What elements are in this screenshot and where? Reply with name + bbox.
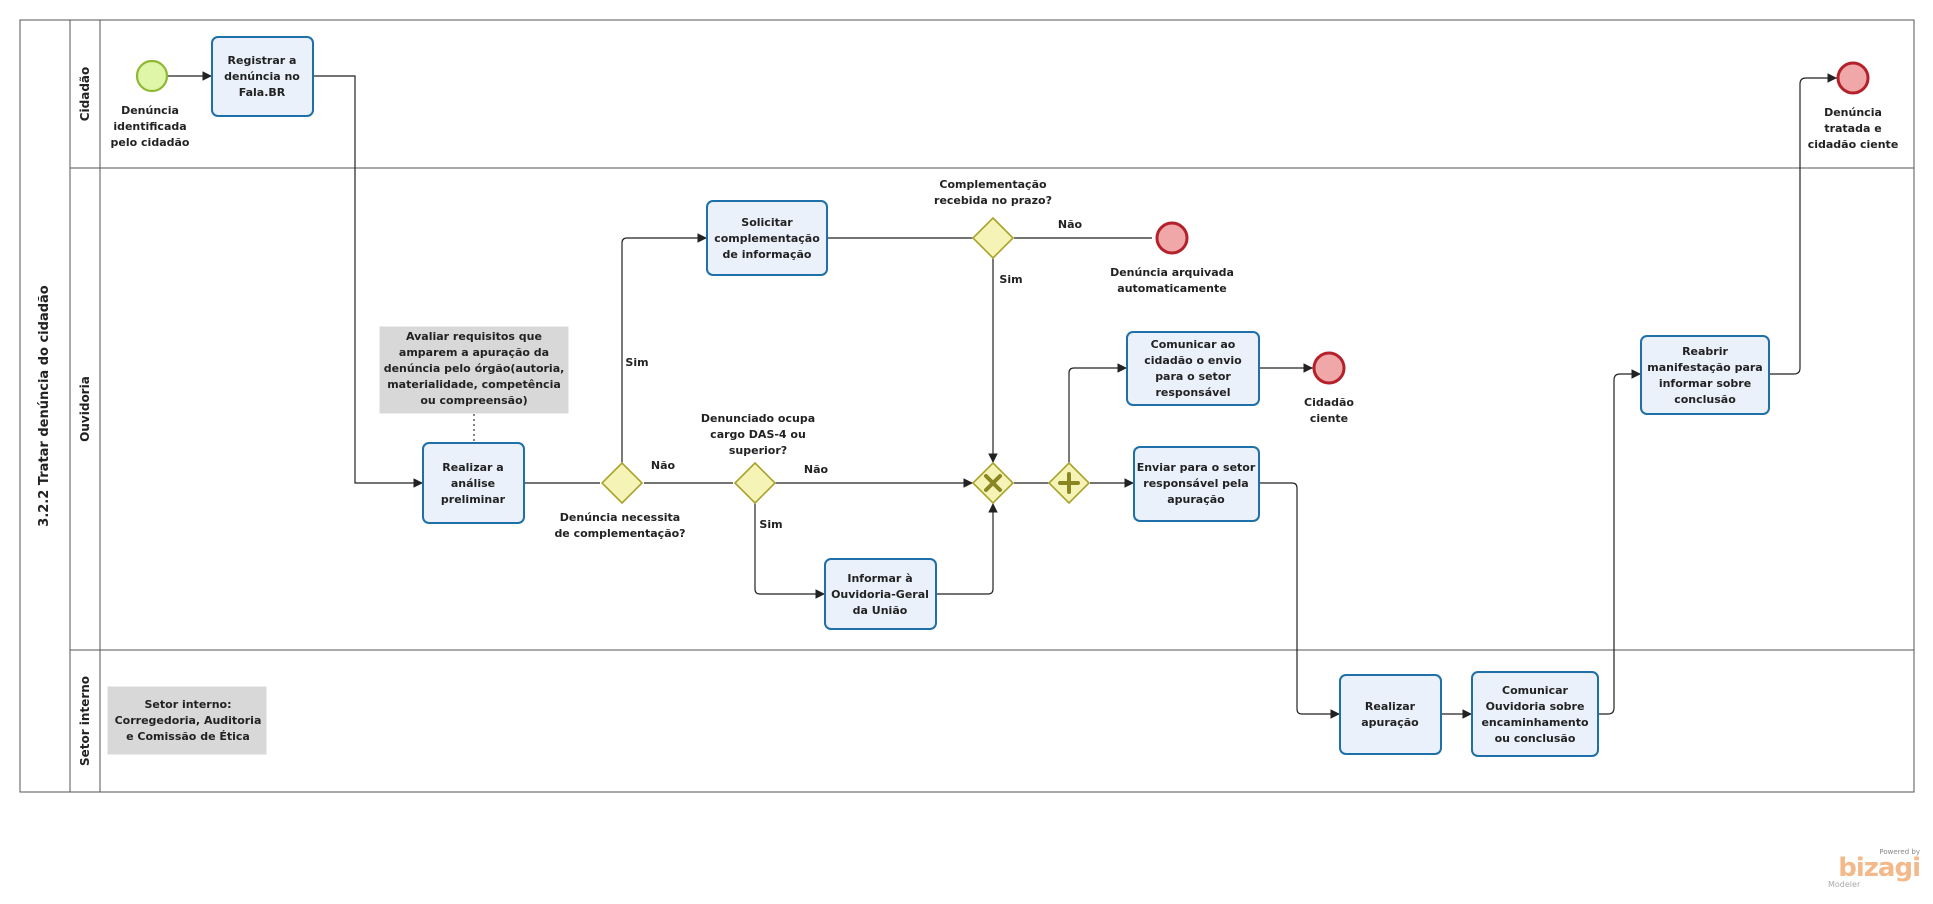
label-line: Enviar para o setor — [1137, 461, 1256, 474]
label-line: recebida no prazo? — [934, 194, 1052, 207]
label-line: e Comissão de Ética — [126, 730, 250, 743]
label-line: superior? — [729, 444, 787, 457]
flow-label-sim-prazo: Sim — [999, 273, 1022, 286]
label-line: pelo cidadão — [111, 136, 190, 149]
lane-label-cidadao: Cidadão — [78, 67, 92, 122]
label-line: Ouvidoria-Geral — [831, 588, 929, 601]
label-line: Denúncia necessita — [560, 511, 680, 524]
label-line: Complementação — [939, 178, 1047, 191]
label-line: de complementação? — [554, 527, 685, 540]
label-line: informar sobre — [1659, 377, 1751, 390]
label-line: cargo DAS-4 ou — [710, 428, 806, 441]
annotation-sector: Setor interno: Corregedoria, Auditoria e C… — [107, 686, 267, 755]
label-line: identificada — [113, 120, 186, 133]
label-line: Comunicar ao — [1151, 338, 1236, 351]
label-line: Comunicar — [1502, 684, 1568, 697]
label-line: Denúncia arquivada — [1110, 266, 1234, 279]
lane-label-setor-interno: Setor interno — [78, 676, 92, 766]
label-line: apuração — [1167, 493, 1225, 506]
flow-label-sim-info: Sim — [625, 356, 648, 369]
label-line: responsável — [1155, 386, 1230, 399]
label-line: Denúncia — [121, 104, 179, 117]
label-line: Ouvidoria sobre — [1486, 700, 1585, 713]
label-line: ciente — [1310, 412, 1348, 425]
watermark-powered-by: Powered by — [1879, 848, 1920, 856]
label-line: Realizar — [1365, 700, 1416, 713]
flow-label-sim-das4: Sim — [759, 518, 782, 531]
label-line: Realizar a — [442, 461, 503, 474]
label-line: ou conclusão — [1495, 732, 1576, 745]
label-line: cidadão o envio — [1144, 354, 1242, 367]
label-line: da União — [853, 604, 908, 617]
label-line: de informação — [723, 248, 812, 261]
gateway-das4: Denunciado ocupa cargo DAS-4 ou superior? — [701, 412, 815, 505]
label-line: complementação — [714, 232, 820, 245]
watermark-brand-logo: bizagi — [1838, 853, 1921, 883]
flow-label-nao-info: Não — [651, 459, 676, 472]
lane-label-ouvidoria: Ouvidoria — [78, 376, 92, 442]
bizagi-watermark: Powered by bizagi Modeler — [1820, 848, 1921, 889]
task-investigate[interactable]: Realizar apuração — [1339, 674, 1442, 755]
label-line: Denúncia — [1824, 106, 1882, 119]
sequence-flows — [168, 71, 1837, 719]
task-send-to-sector[interactable]: Enviar para o setor responsável pela apura… — [1133, 446, 1260, 522]
label-line: amparem a apuração da — [399, 346, 549, 359]
label-line: para o setor — [1155, 370, 1231, 383]
label-line: preliminar — [441, 493, 506, 506]
label-line: conclusão — [1674, 393, 1736, 406]
watermark-product: Modeler — [1828, 880, 1861, 889]
start-event: Denúncia identificada pelo cidadão — [111, 59, 190, 149]
label-line: encaminhamento — [1481, 716, 1589, 729]
task-request-information[interactable]: Solicitar complementação de informação — [706, 200, 828, 276]
end-event-citizen-aware: Cidadão ciente — [1304, 351, 1354, 425]
gateway-parallel-split — [1047, 461, 1091, 505]
label-line: Cidadão — [1304, 396, 1354, 409]
flow-label-nao-das4: Não — [804, 463, 829, 476]
label-line: materialidade, competência — [387, 378, 561, 391]
label-line: Informar à — [847, 572, 912, 585]
label-line: Solicitar — [741, 216, 793, 229]
task-preliminary-analysis[interactable]: Realizar a análise preliminar — [422, 442, 525, 524]
label-line: tratada e — [1824, 122, 1881, 135]
label-line: Reabrir — [1682, 345, 1728, 358]
label-line: Registrar a — [228, 54, 297, 67]
gateway-complement-received: Complementação recebida no prazo? — [934, 178, 1052, 260]
label-line: Fala.BR — [239, 86, 286, 99]
label-line: Avaliar requisitos que — [406, 330, 542, 343]
label-line: Denunciado ocupa — [701, 412, 815, 425]
task-reopen-manifestation[interactable]: Reabrir manifestação para informar sobre co… — [1640, 335, 1770, 415]
label-line: automaticamente — [1117, 282, 1226, 295]
label-line: manifestação para — [1647, 361, 1762, 374]
end-event-archived: Denúncia arquivada automaticamente — [1110, 221, 1234, 295]
task-register-denuncia[interactable]: Registrar a denúncia no Fala.BR — [211, 36, 314, 117]
pool: 3.2.2 Tratar denúncia do cidadão Cidadão… — [19, 19, 1915, 793]
label-line: denúncia no — [224, 70, 300, 83]
label-line: responsável pela — [1143, 477, 1248, 490]
label-line: cidadão ciente — [1808, 138, 1899, 151]
annotation-requirements: Avaliar requisitos que amparem a apuração… — [379, 326, 569, 442]
label-line: denúncia pelo órgão(autoria, — [384, 362, 565, 375]
label-line: análise — [451, 477, 495, 490]
gateway-exclusive-merge — [971, 461, 1015, 505]
task-notify-citizen[interactable]: Comunicar ao cidadão o envio para o setor r… — [1126, 331, 1260, 406]
label-line: apuração — [1361, 716, 1419, 729]
end-event-treated: Denúncia tratada e cidadão ciente — [1808, 61, 1899, 151]
pool-title: 3.2.2 Tratar denúncia do cidadão — [37, 285, 52, 527]
label-line: ou compreensão) — [420, 394, 527, 407]
label-line: Corregedoria, Auditoria — [115, 714, 262, 727]
task-inform-cgu[interactable]: Informar à Ouvidoria-Geral da União — [824, 558, 937, 630]
label-line: Setor interno: — [145, 698, 232, 711]
flow-label-nao-prazo: Não — [1058, 218, 1083, 231]
gateway-needs-complement: Denúncia necessita de complementação? — [554, 461, 686, 540]
